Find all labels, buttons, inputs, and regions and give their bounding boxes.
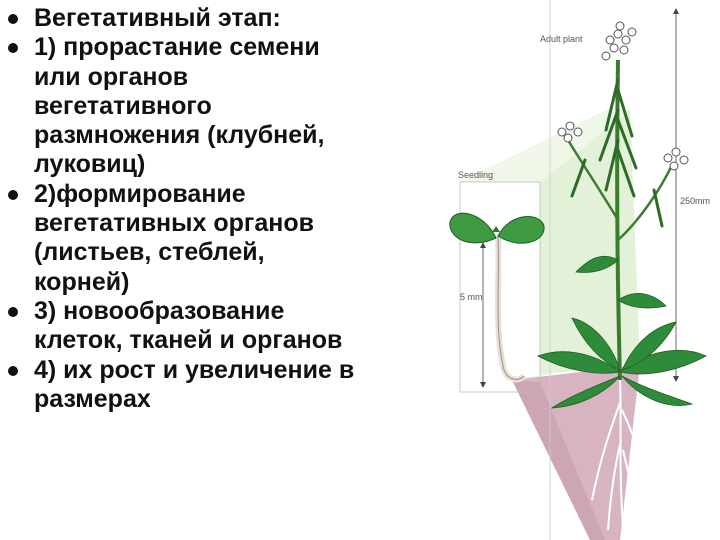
adult-branch [617, 164, 674, 241]
bullet-2: 1) прорастание семени или органов вегета… [8, 33, 438, 179]
seedling-cotyledon-left [449, 212, 497, 244]
bullet-list: Вегетативный этап: 1) прорастание семени… [8, 4, 438, 414]
bullet-text: или органов [34, 62, 189, 91]
seedling-label: Seedling [458, 170, 493, 180]
bullet-text: вегетативного [34, 91, 212, 120]
flower-cluster [601, 21, 637, 61]
green-band [460, 108, 630, 182]
flower-cluster [557, 121, 583, 143]
bullet-4: 3) новообразование клеток, тканей и орга… [8, 297, 438, 356]
bullet-text: 4) их рост и увеличение в [34, 355, 355, 384]
bullet-text: размерах [34, 384, 151, 413]
bullet-text: размножения (клубней, [34, 121, 325, 150]
bullet-text: (листьев, стеблей, [34, 238, 265, 267]
seedling-frame [459, 181, 541, 393]
height-label: 250mm [680, 196, 710, 206]
stem-leaf [575, 255, 619, 273]
bullet-text: луковиц) [34, 150, 146, 179]
rosette-leaves [537, 317, 707, 409]
stem-leaf [617, 293, 667, 309]
plant-figure: Seedling 5 mm Adult plant 250mm [440, 0, 720, 540]
bullet-text: 1) прорастание семени [34, 33, 320, 62]
adult-scale-arrow-up [673, 8, 679, 14]
bullet-text: клеток, тканей и органов [34, 326, 343, 355]
seedling-height-label: 5 mm [460, 292, 483, 302]
adult-label: Adult plant [540, 34, 583, 44]
seedling-root-outline [497, 235, 525, 380]
bullet-dot [8, 14, 18, 24]
bullet-3: 2)формирование вегетативных органов (лис… [8, 180, 438, 297]
bullet-text: 3) новообразование [34, 296, 285, 325]
bullet-1: Вегетативный этап: [8, 4, 438, 33]
adult-roots [591, 379, 655, 540]
bullet-dot [8, 306, 18, 317]
bullet-dot [8, 189, 18, 200]
plant-illustration: Seedling 5 mm Adult plant 250mm [449, 0, 710, 540]
seedling-bud [492, 226, 500, 232]
bullet-text: Вегетативный этап: [34, 4, 281, 32]
bullet-text: 2)формирование [34, 179, 246, 208]
scale-arrow-up [480, 242, 486, 248]
bullet-dot [8, 365, 18, 376]
seedling-cotyledon-right [497, 216, 545, 244]
bullet-text: вегетативных органов [34, 209, 314, 238]
bullet-dot [8, 43, 18, 54]
bullet-5: 4) их рост и увеличение в размерах [8, 356, 438, 415]
root-band [512, 380, 605, 540]
flower-cluster [663, 147, 689, 171]
scale-arrow-down [480, 382, 486, 388]
adult-branch [566, 139, 620, 221]
adult-scale-arrow-down [673, 376, 679, 382]
bullet-text: корней) [34, 267, 130, 296]
seed-pods [570, 78, 664, 228]
